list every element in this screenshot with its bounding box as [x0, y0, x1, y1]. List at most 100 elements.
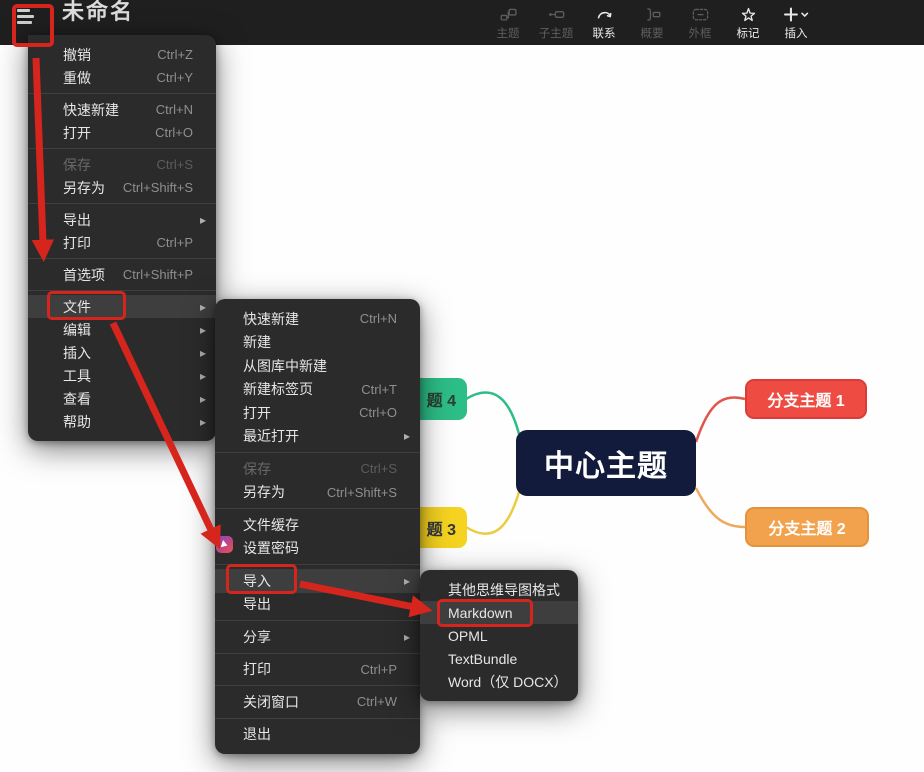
menu-item-label: 另存为 [63, 179, 105, 196]
menu-item-label: 插入 [63, 344, 91, 361]
menu-separator [215, 564, 420, 565]
menu-item: 保存 Ctrl+S [215, 457, 420, 481]
menu-item-label: 保存 [243, 460, 271, 477]
menu-item[interactable]: Markdown [420, 601, 578, 624]
submenu-arrow-icon: ▸ [403, 429, 410, 444]
menu-item[interactable]: 退出 [215, 723, 420, 747]
menu-item[interactable]: 另存为 Ctrl+Shift+S [28, 176, 216, 199]
menu-item[interactable]: 设置密码 [215, 537, 420, 561]
menu-item-label: 导入 [243, 572, 271, 589]
menu-item[interactable]: 导出 [215, 593, 420, 617]
mindmap-branch-1[interactable]: 分支主题 1 [745, 379, 867, 419]
menu-item-shortcut: Ctrl+S [360, 461, 397, 477]
plus-icon [783, 7, 808, 22]
menu-item-label: 新建标签页 [243, 381, 313, 398]
relation-button[interactable]: 联系 [580, 3, 628, 43]
connection-branch2 [694, 487, 746, 529]
menu-item-shortcut: Ctrl+O [359, 405, 397, 421]
document-title: 未命名 [62, 0, 135, 24]
submenu-arrow-icon: ▸ [403, 629, 410, 644]
summary-label: 概要 [640, 28, 664, 40]
menu-separator [28, 148, 216, 149]
mindmap-branch-2[interactable]: 分支主题 2 [745, 507, 869, 547]
submenu-arrow-icon: ▸ [199, 299, 206, 314]
menu-item[interactable]: 首选项 Ctrl+Shift+P [28, 263, 216, 286]
subtopic-icon [548, 10, 564, 19]
menu-item[interactable]: OPML [420, 624, 578, 647]
menu-item-label: 帮助 [63, 413, 91, 430]
chevron-down-icon [800, 12, 808, 18]
menu-item-label: 文件 [63, 298, 91, 315]
menu-separator [28, 290, 216, 291]
toolbar-tools: 主题 子主题 联系 概要 [484, 3, 820, 43]
main-menu-button[interactable] [17, 9, 47, 35]
menu-item-label: 首选项 [63, 266, 105, 283]
menu-item-shortcut: Ctrl+S [156, 157, 193, 172]
menu-item[interactable]: 插入 ▸ [28, 341, 216, 364]
subtopic-button: 子主题 [532, 3, 580, 43]
boundary-icon [692, 8, 708, 21]
topic-button: 主题 [484, 3, 532, 43]
marker-label: 标记 [736, 28, 760, 40]
menu-item[interactable]: 从图库中新建 [215, 354, 420, 378]
menu-item-label: 导出 [63, 211, 91, 228]
menu-item[interactable]: 另存为 Ctrl+Shift+S [215, 481, 420, 505]
menu-item[interactable]: 分享▸ [215, 625, 420, 649]
menu-item-shortcut: Ctrl+Shift+S [122, 180, 193, 195]
summary-icon [646, 8, 660, 21]
marker-button[interactable]: 标记 [724, 3, 772, 43]
top-toolbar: 未命名 主题 子主题 联系 [0, 0, 924, 45]
insert-button[interactable]: 插入 [772, 3, 820, 43]
menu-item[interactable]: 新建 [215, 331, 420, 355]
menu-item[interactable]: 工具▸ [28, 364, 216, 387]
menu-item[interactable]: 文件缓存 [215, 513, 420, 537]
submenu-arrow-icon: ▸ [199, 345, 206, 360]
menu-separator [28, 93, 216, 94]
menu-item[interactable]: Word（仅 DOCX） [420, 670, 578, 693]
menu-item[interactable]: 帮助▸ [28, 410, 216, 433]
highlight-box-file-item [47, 291, 126, 320]
menu-item-shortcut: Ctrl+Z [157, 47, 193, 62]
relation-label: 联系 [592, 28, 616, 40]
menu-separator [215, 508, 420, 509]
mindmap-central-topic[interactable]: 中心主题 [516, 430, 696, 496]
menu-item-label: 打印 [243, 661, 271, 678]
menu-item-label: 重做 [63, 69, 91, 86]
highlight-box-import-item [226, 564, 297, 594]
menu-item-shortcut: Ctrl+O [155, 125, 193, 140]
menu-item-label: 另存为 [243, 484, 285, 501]
submenu-arrow-icon: ▸ [199, 212, 206, 227]
menu-item[interactable]: 编辑▸ [28, 318, 216, 341]
relation-icon [597, 11, 611, 19]
menu-item-shortcut: Ctrl+Shift+P [122, 267, 193, 282]
menu-item[interactable]: 最近打开▸ [215, 425, 420, 449]
menu-item[interactable]: 导出 ▸ [28, 208, 216, 231]
menu-item[interactable]: 文件 ▸ [28, 295, 216, 318]
menu-item[interactable]: 其他思维导图格式 [420, 578, 578, 601]
menu-item[interactable]: 查看▸ [28, 387, 216, 410]
star-icon [741, 7, 755, 22]
menu-separator [28, 258, 216, 259]
menu-item-label: 编辑 [63, 321, 91, 338]
menu-item-shortcut: Ctrl+P [360, 661, 397, 677]
menu-item[interactable]: TextBundle [420, 647, 578, 670]
menu-item-shortcut: Ctrl+P [156, 235, 193, 250]
menu-item[interactable]: 打印 Ctrl+P [215, 658, 420, 682]
summary-button: 概要 [628, 3, 676, 43]
menu-item-label: 其他思维导图格式 [448, 581, 560, 598]
menu-item-shortcut: Ctrl+W [356, 694, 397, 710]
menu-item-shortcut: Ctrl+Shift+S [326, 484, 397, 500]
menu-item-label: Markdown [448, 604, 513, 621]
connection-branch3 [465, 491, 521, 535]
